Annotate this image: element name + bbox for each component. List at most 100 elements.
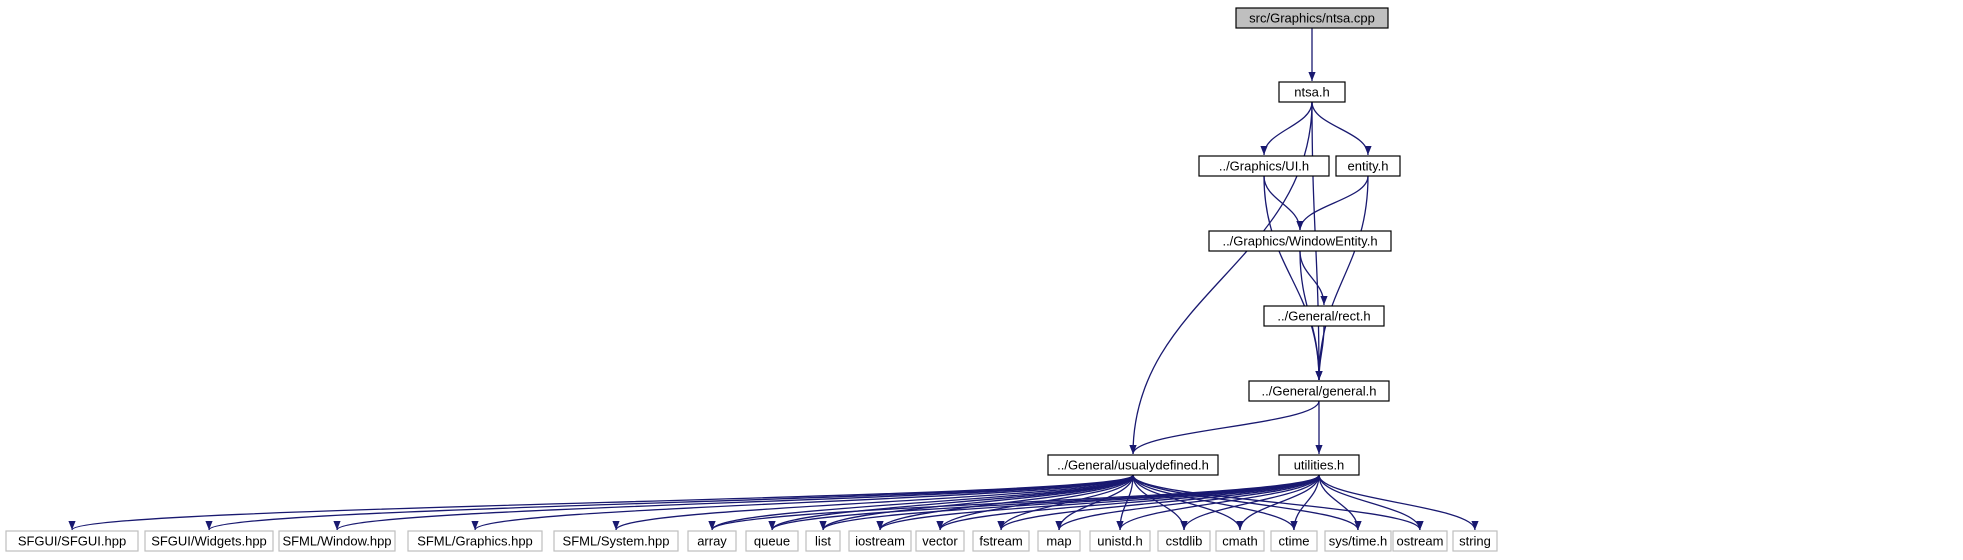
node-box bbox=[745, 530, 799, 552]
edge-general_h-to-usualydefined_h bbox=[1129, 400, 1320, 455]
node-box bbox=[1392, 530, 1448, 552]
node-label: ../General/rect.h bbox=[1277, 309, 1370, 324]
node-usualydefined-h[interactable]: ../General/usualydefined.h bbox=[1047, 454, 1219, 476]
edge-usualydefined_h-to-systime_h bbox=[1132, 474, 1362, 531]
edge-usualydefined_h-to-system_hpp bbox=[612, 474, 1134, 531]
node-box bbox=[553, 530, 679, 552]
node-system-hpp: SFML/System.hpp bbox=[553, 530, 679, 552]
edge-usualydefined_h-to-window_hpp bbox=[333, 474, 1134, 531]
edge-usualydefined_h-to-graphics_hpp bbox=[471, 474, 1134, 531]
node-box bbox=[915, 530, 965, 552]
edge-utilities_h-to-map bbox=[1055, 474, 1320, 531]
edge-utilities_h-to-fstream bbox=[997, 474, 1320, 531]
edge-ntsa_h-to-ui_h bbox=[1260, 101, 1313, 156]
edge-utilities_h-to-iostream bbox=[876, 474, 1320, 531]
edge-entity_h-to-general_h bbox=[1315, 175, 1369, 381]
node-label: entity.h bbox=[1348, 159, 1389, 174]
node-windowentity-h[interactable]: ../Graphics/WindowEntity.h bbox=[1208, 230, 1392, 252]
node-window-hpp: SFML/Window.hpp bbox=[278, 530, 396, 552]
node-box bbox=[1278, 81, 1346, 103]
node-label: ../General/usualydefined.h bbox=[1057, 458, 1209, 473]
node-label: SFML/Graphics.hpp bbox=[417, 534, 533, 549]
node-sfgui-hpp: SFGUI/SFGUI.hpp bbox=[5, 530, 139, 552]
node-label: fstream bbox=[979, 534, 1022, 549]
node-cstdlib: cstdlib bbox=[1157, 530, 1211, 552]
node-rect-h[interactable]: ../General/rect.h bbox=[1263, 305, 1385, 327]
node-iostream: iostream bbox=[848, 530, 912, 552]
node-box bbox=[1157, 530, 1211, 552]
node-box bbox=[144, 530, 274, 552]
edge-utilities_h-to-ctime bbox=[1290, 474, 1320, 531]
node-ostream: ostream bbox=[1392, 530, 1448, 552]
node-list: list bbox=[805, 530, 841, 552]
node-box bbox=[805, 530, 841, 552]
node-widgets-hpp: SFGUI/Widgets.hpp bbox=[144, 530, 274, 552]
node-graphics-hpp: SFML/Graphics.hpp bbox=[407, 530, 543, 552]
node-box bbox=[1248, 380, 1390, 402]
node-array: array bbox=[687, 530, 737, 552]
edge-usualydefined_h-to-array bbox=[708, 474, 1134, 531]
node-box bbox=[1278, 454, 1360, 476]
node-box bbox=[1208, 230, 1392, 252]
node-box bbox=[1324, 530, 1392, 552]
node-box bbox=[972, 530, 1030, 552]
node-general-h[interactable]: ../General/general.h bbox=[1248, 380, 1390, 402]
node-box bbox=[1198, 155, 1330, 177]
node-box bbox=[1270, 530, 1318, 552]
edge-usualydefined_h-to-sfgui_hpp bbox=[68, 474, 1134, 531]
node-box bbox=[5, 530, 139, 552]
node-label: queue bbox=[754, 534, 790, 549]
edge-ntsa_h-to-entity_h bbox=[1311, 101, 1372, 156]
node-queue: queue bbox=[745, 530, 799, 552]
node-systime-h: sys/time.h bbox=[1324, 530, 1392, 552]
node-string: string bbox=[1452, 530, 1498, 552]
node-box bbox=[278, 530, 396, 552]
node-unistd-h: unistd.h bbox=[1089, 530, 1151, 552]
node-entity-h[interactable]: entity.h bbox=[1335, 155, 1401, 177]
node-label: SFGUI/Widgets.hpp bbox=[151, 534, 267, 549]
node-box bbox=[1215, 530, 1265, 552]
node-box bbox=[1335, 155, 1401, 177]
node-label: ctime bbox=[1278, 534, 1309, 549]
node-ntsa-cpp[interactable]: src/Graphics/ntsa.cpp bbox=[1235, 7, 1389, 29]
edge-utilities_h-to-systime_h bbox=[1318, 474, 1362, 531]
node-label: list bbox=[815, 534, 831, 549]
node-label: ntsa.h bbox=[1294, 85, 1329, 100]
edge-usualydefined_h-to-widgets_hpp bbox=[205, 474, 1134, 531]
node-box bbox=[687, 530, 737, 552]
node-label: cmath bbox=[1222, 534, 1257, 549]
node-label: string bbox=[1459, 534, 1491, 549]
node-map: map bbox=[1037, 530, 1081, 552]
node-label: map bbox=[1046, 534, 1071, 549]
edge-usualydefined_h-to-ctime bbox=[1132, 474, 1298, 531]
node-cmath: cmath bbox=[1215, 530, 1265, 552]
node-label: SFGUI/SFGUI.hpp bbox=[18, 534, 126, 549]
edge-ui_h-to-general_h bbox=[1263, 175, 1323, 381]
edge-utilities_h-to-cmath bbox=[1236, 474, 1320, 531]
node-utilities-h[interactable]: utilities.h bbox=[1278, 454, 1360, 476]
node-label: array bbox=[697, 534, 727, 549]
node-box bbox=[1089, 530, 1151, 552]
node-label: SFML/Window.hpp bbox=[282, 534, 391, 549]
node-box bbox=[1235, 7, 1389, 29]
node-label: sys/time.h bbox=[1329, 534, 1388, 549]
node-label: utilities.h bbox=[1294, 458, 1345, 473]
node-box bbox=[1037, 530, 1081, 552]
edge-usualydefined_h-to-list bbox=[819, 474, 1134, 531]
node-label: vector bbox=[922, 534, 958, 549]
node-box bbox=[1047, 454, 1219, 476]
edge-utilities_h-to-vector bbox=[936, 474, 1320, 531]
edge-usualydefined_h-to-ostream bbox=[1132, 474, 1424, 531]
node-vector: vector bbox=[915, 530, 965, 552]
edge-usualydefined_h-to-queue bbox=[768, 474, 1134, 531]
node-label: ../Graphics/UI.h bbox=[1219, 159, 1309, 174]
node-label: iostream bbox=[855, 534, 905, 549]
node-box bbox=[1263, 305, 1385, 327]
node-ui-h[interactable]: ../Graphics/UI.h bbox=[1198, 155, 1330, 177]
node-label: src/Graphics/ntsa.cpp bbox=[1249, 11, 1375, 26]
edge-utilities_h-to-unistd_h bbox=[1116, 474, 1320, 531]
node-ntsa-h[interactable]: ntsa.h bbox=[1278, 81, 1346, 103]
node-label: ostream bbox=[1397, 534, 1444, 549]
edge-windowentity_h-to-rect_h bbox=[1299, 250, 1328, 306]
